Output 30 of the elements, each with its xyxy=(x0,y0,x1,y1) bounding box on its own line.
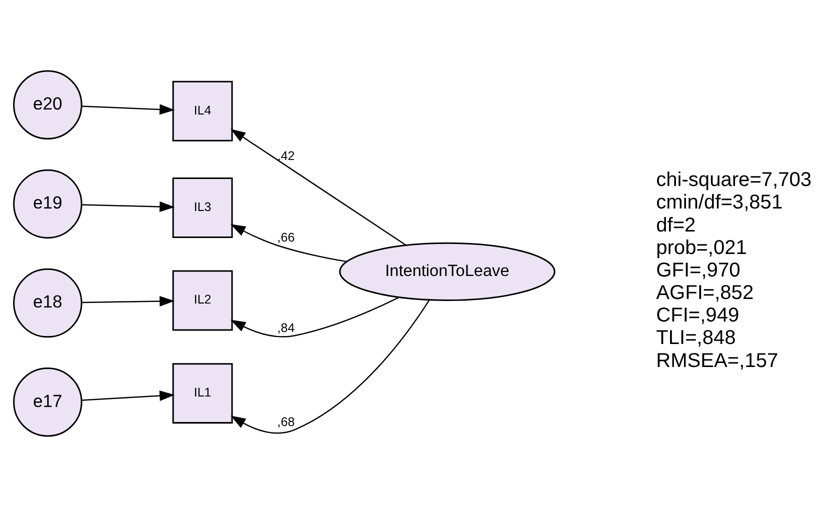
node-box: IL4 xyxy=(172,80,233,142)
arrow xyxy=(82,296,175,306)
label: prob=,021 xyxy=(656,236,747,259)
label: AGFI=,852 xyxy=(656,282,754,304)
edge-label: ,42 xyxy=(277,149,295,164)
edge-label: ,68 xyxy=(277,414,295,429)
node-circle: e19 xyxy=(13,169,82,239)
arrow xyxy=(230,299,430,434)
arrow xyxy=(82,104,175,115)
label: chi-square=7,703 xyxy=(656,169,812,192)
label: GFI=,970 xyxy=(656,259,740,282)
label: df=2 xyxy=(656,214,696,236)
node-box: IL2 xyxy=(172,270,233,331)
node-box: IL1 xyxy=(172,363,233,424)
arrow xyxy=(82,201,175,212)
node-box: IL3 xyxy=(172,178,233,238)
label: RMSEA=,157 xyxy=(656,350,778,372)
edge-label: ,84 xyxy=(277,320,295,335)
node-ellipse: IntentionToLeave xyxy=(339,242,556,301)
arrow xyxy=(230,296,400,338)
arrow xyxy=(82,390,175,401)
node-circle: e20 xyxy=(13,70,82,140)
edge-label: ,66 xyxy=(277,230,295,245)
node-circle: e17 xyxy=(13,368,82,437)
label: cmin/df=3,851 xyxy=(656,192,783,214)
label: CFI=,949 xyxy=(656,304,740,327)
arrow xyxy=(230,128,407,246)
node-circle: e18 xyxy=(13,268,82,338)
label: TLI=,848 xyxy=(656,327,736,350)
arrow xyxy=(230,224,347,262)
